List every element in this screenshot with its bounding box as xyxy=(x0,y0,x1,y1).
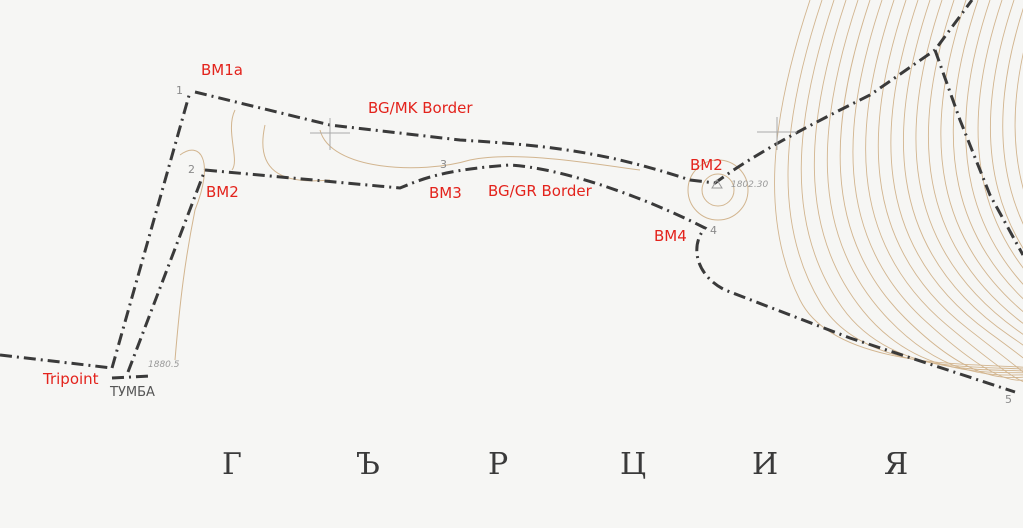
contour-line xyxy=(902,0,1023,346)
grid-crosses xyxy=(310,117,797,150)
triangulation-point-icon xyxy=(711,179,723,189)
border-bg-mk xyxy=(194,0,974,185)
country-letter: Р xyxy=(488,447,509,482)
label-tripoint: Tripoint xyxy=(43,370,99,388)
country-letter: Г xyxy=(222,447,242,482)
country-letter: Я xyxy=(884,447,909,482)
contour-line xyxy=(787,0,1023,370)
contour-line xyxy=(989,0,1023,249)
cross-icon xyxy=(757,117,797,150)
contour-line xyxy=(701,173,735,207)
contour-line xyxy=(977,0,1023,269)
point-number: 1 xyxy=(176,84,183,97)
contour-line xyxy=(952,0,1023,300)
contour-line xyxy=(813,0,1023,374)
cross-icon xyxy=(310,118,350,150)
contour-line xyxy=(927,0,1023,324)
contour-line xyxy=(915,0,1023,335)
label-bm1a: BM1a xyxy=(201,61,243,79)
contour-line xyxy=(1002,7,1023,225)
place-name: ТУМБА xyxy=(110,385,155,400)
point-number: 2 xyxy=(188,163,195,176)
border-loop-bottom xyxy=(111,374,151,380)
contour-lines xyxy=(174,109,749,361)
label-bg-mk-border: BG/MK Border xyxy=(368,99,473,117)
contour-line xyxy=(800,0,1023,372)
contour-line xyxy=(774,0,1023,368)
contour-line xyxy=(940,0,1023,312)
label-bm4: BM4 xyxy=(654,227,687,245)
label-bm3: BM3 xyxy=(429,184,462,202)
contour-line xyxy=(839,0,1023,379)
contour-lines xyxy=(774,0,1023,382)
elevation-label: 1802.30 xyxy=(731,180,769,190)
border-east xyxy=(933,49,1023,256)
country-letter: И xyxy=(752,447,779,482)
point-number: 3 xyxy=(440,158,447,171)
point-number: 4 xyxy=(710,224,717,237)
border-bg-gr xyxy=(204,163,1016,394)
country-letter: Ъ xyxy=(356,447,380,482)
border-west xyxy=(0,353,113,370)
contour-line xyxy=(319,129,641,171)
label-bm2-right: BM2 xyxy=(690,156,723,174)
label-bm2-left: BM2 xyxy=(206,183,239,201)
contour-line xyxy=(262,124,331,182)
point-number: 5 xyxy=(1005,393,1012,406)
contour-line xyxy=(231,109,236,171)
country-letter: Ц xyxy=(620,447,647,482)
elevation-label: 1880.5 xyxy=(148,360,180,370)
contour-line xyxy=(174,149,205,361)
contour-line xyxy=(865,0,1023,382)
contour-line xyxy=(826,0,1023,376)
contour-line xyxy=(687,159,749,221)
label-bg-gr-border: BG/GR Border xyxy=(488,182,592,200)
contour-line xyxy=(1014,52,1023,190)
contour-line xyxy=(877,0,1023,373)
contour-line xyxy=(890,0,1023,359)
border-lines xyxy=(0,0,1023,394)
contour-line xyxy=(965,0,1023,285)
